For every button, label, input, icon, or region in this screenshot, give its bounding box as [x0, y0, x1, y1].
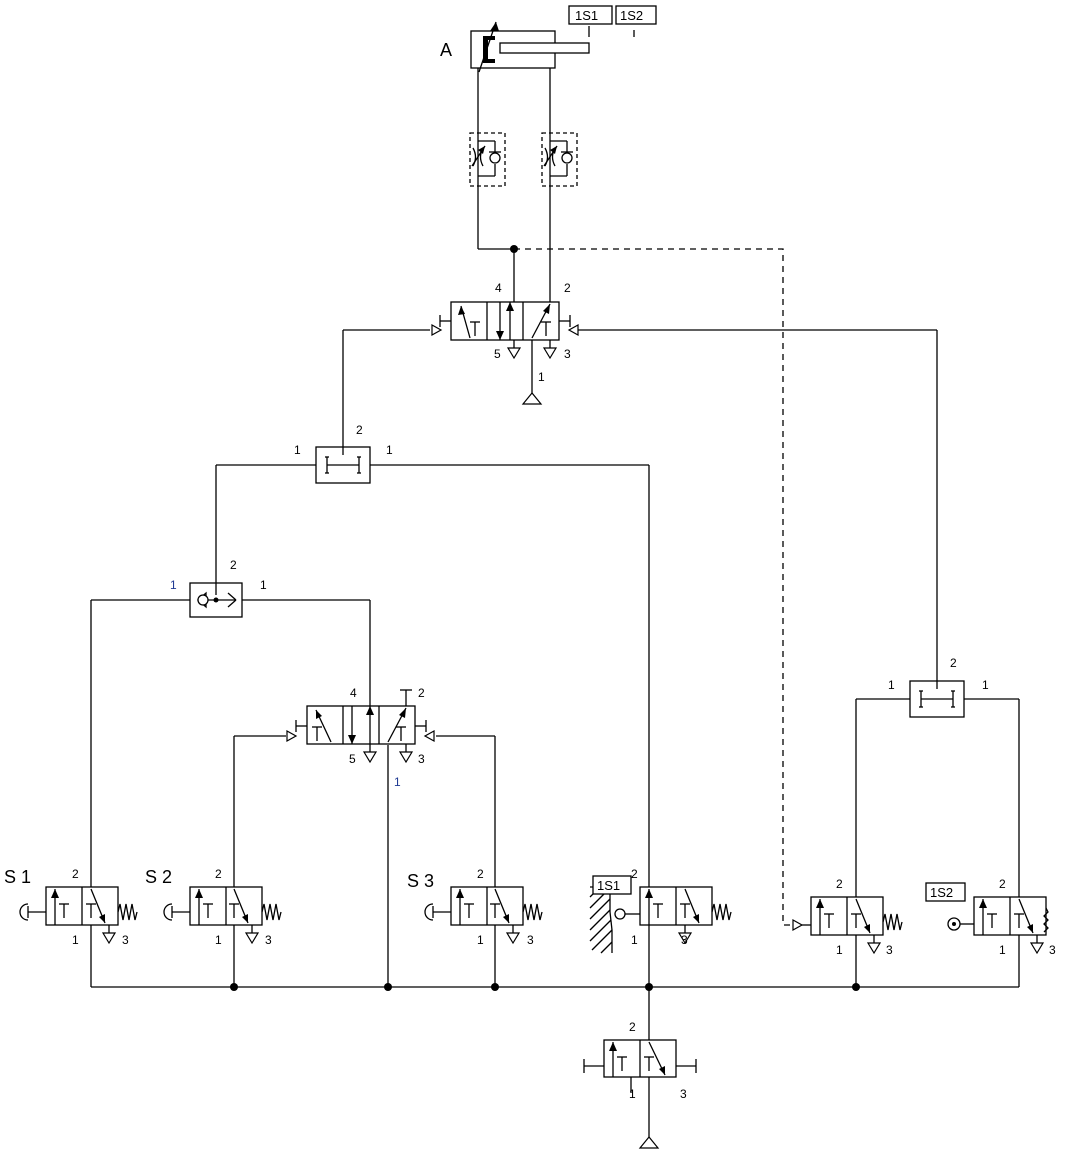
port-label: 1 — [215, 933, 222, 947]
port-label: 2 — [418, 686, 425, 700]
flow-control-valve-left — [469, 132, 506, 187]
port-label: 4 — [495, 281, 502, 295]
port-label: 2 — [999, 877, 1006, 891]
pushbutton-valve-s2: S 2 2 1 3 — [145, 867, 282, 947]
pushbutton-valve-s1: S 1 2 1 3 — [4, 867, 138, 947]
port-label: 1 — [294, 443, 301, 457]
port-label: 2 — [215, 867, 222, 881]
port-label: 3 — [1049, 943, 1056, 957]
and-valve-right: 1 2 1 — [888, 656, 989, 718]
sensor-tag-1s2: 1S2 — [620, 8, 643, 23]
cylinder-label: A — [440, 40, 452, 60]
port-label: 1 — [72, 933, 79, 947]
port-label: 1 — [836, 943, 843, 957]
port-label: 3 — [527, 933, 534, 947]
pushbutton-label: S 3 — [407, 871, 434, 891]
port-label: 1 — [477, 933, 484, 947]
port-label: 2 — [631, 867, 638, 881]
or-shuttle-valve: 1 2 1 — [170, 558, 267, 618]
port-label: 3 — [680, 1087, 687, 1101]
pneumatic-lines — [90, 68, 1020, 1137]
port-label: 2 — [836, 877, 843, 891]
limit-tag-1s1: 1S1 — [597, 878, 620, 893]
supply-valve: 2 1 3 — [583, 1020, 697, 1149]
port-label: 1 — [631, 933, 638, 947]
port-label: 2 — [950, 656, 957, 670]
port-label: 5 — [494, 347, 501, 361]
port-label: 2 — [564, 281, 571, 295]
limit-valve-1s2: 1S2 2 1 3 — [925, 877, 1056, 957]
pushbutton-label: S 1 — [4, 867, 31, 887]
pushbutton-label: S 2 — [145, 867, 172, 887]
port-label: 2 — [72, 867, 79, 881]
port-label: 3 — [418, 752, 425, 766]
port-label: 1 — [170, 578, 177, 592]
port-label: 3 — [122, 933, 129, 947]
port-label: 1 — [999, 943, 1006, 957]
port-label: 3 — [265, 933, 272, 947]
memory-directional-valve: 4 2 5 3 1 — [286, 686, 435, 789]
port-label: 2 — [629, 1020, 636, 1034]
port-label: 3 — [886, 943, 893, 957]
junction-dots — [230, 245, 860, 991]
port-label: 1 — [629, 1087, 636, 1101]
port-label: 2 — [230, 558, 237, 572]
port-label: 5 — [349, 752, 356, 766]
limit-tag-1s2: 1S2 — [930, 885, 953, 900]
port-label: 2 — [477, 867, 484, 881]
port-label: 1 — [538, 370, 545, 384]
flow-control-valve-right — [541, 132, 578, 187]
port-label: 1 — [260, 578, 267, 592]
main-directional-valve: 4 2 5 3 1 — [431, 281, 579, 405]
port-label: 3 — [681, 933, 688, 947]
sensor-tag-1s1: 1S1 — [575, 8, 598, 23]
port-label: 3 — [564, 347, 571, 361]
pushbutton-valve-s3: S 3 2 1 3 — [407, 867, 543, 947]
port-label: 1 — [386, 443, 393, 457]
and-valve-top: 1 2 1 — [294, 423, 393, 484]
port-label: 1 — [982, 678, 989, 692]
port-label: 1 — [888, 678, 895, 692]
port-label: 1 — [394, 775, 401, 789]
cylinder-sensor-tags: 1S1 1S2 — [568, 5, 657, 25]
port-label: 2 — [356, 423, 363, 437]
port-label: 4 — [350, 686, 357, 700]
limit-valve-1s1: 1S1 2 1 3 — [589, 867, 732, 954]
pilot-valve-right: 2 1 3 — [792, 877, 903, 957]
double-acting-cylinder: A — [440, 21, 635, 73]
